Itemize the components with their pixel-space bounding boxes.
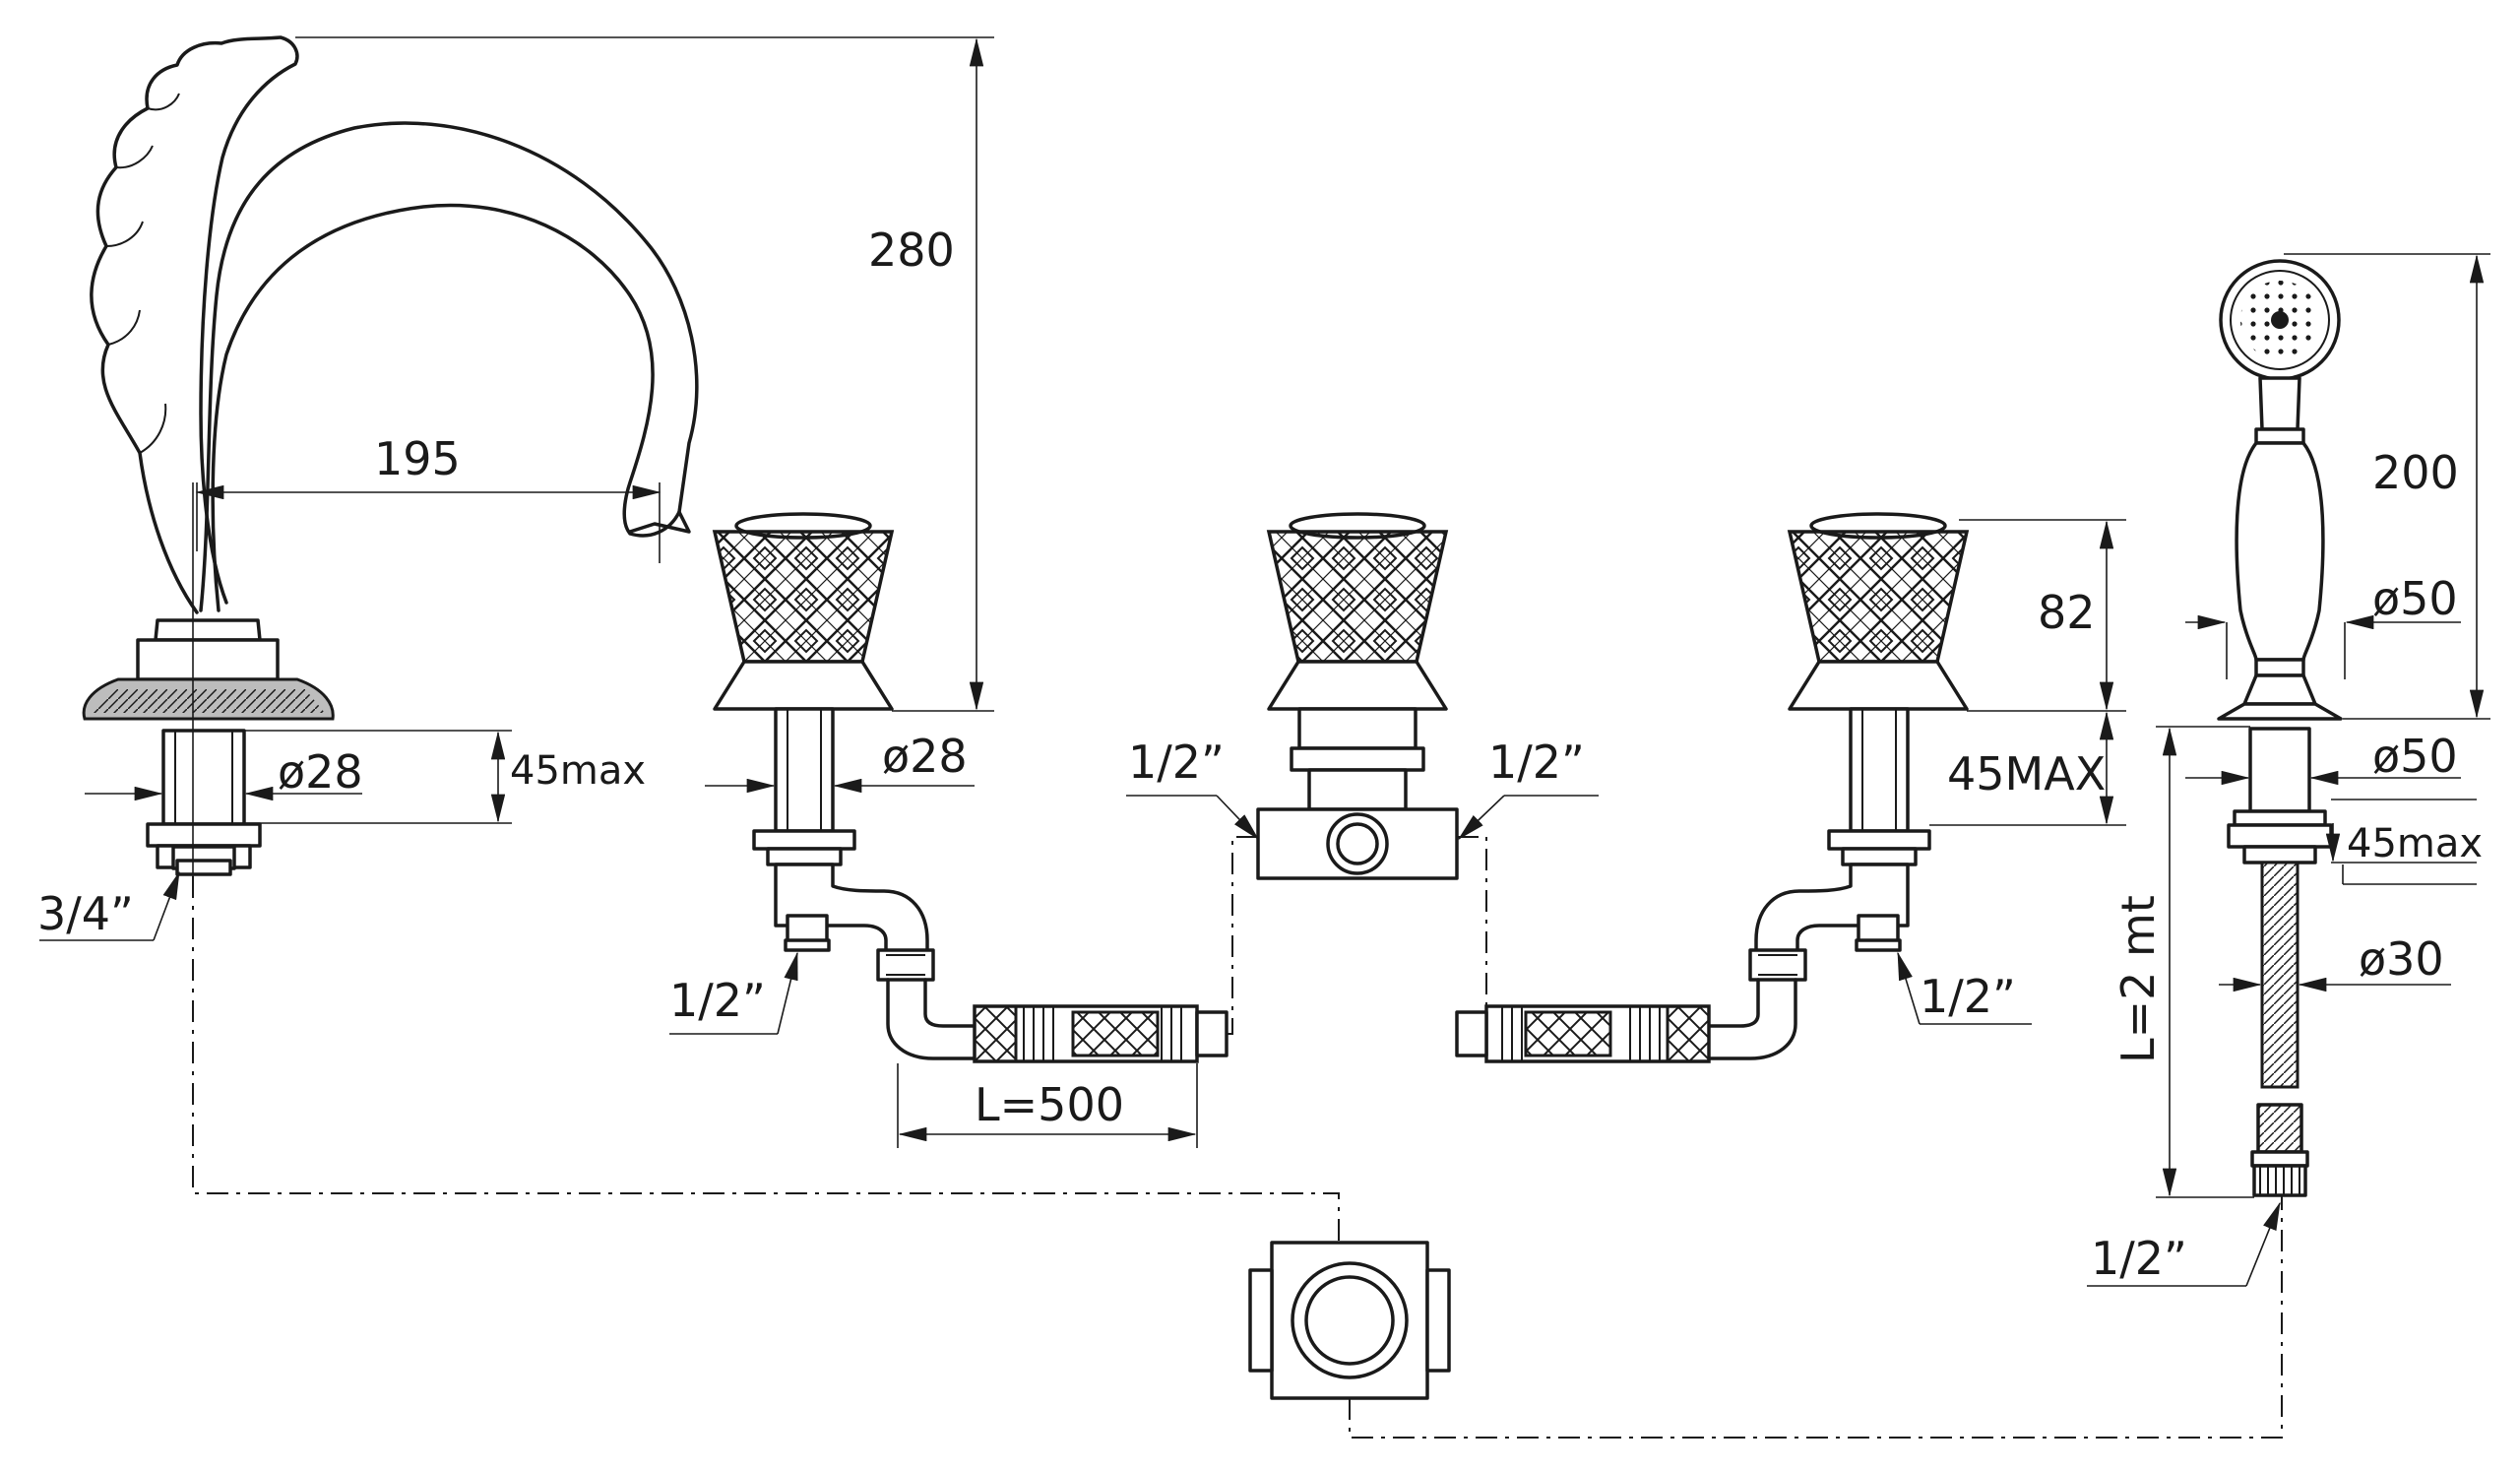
label-handle-height: 82	[2038, 586, 2096, 639]
dimension-lines	[39, 36, 2490, 1287]
left-valve-elbow	[774, 863, 929, 959]
swan-spout	[82, 35, 699, 876]
label-valve-inlet-right: 1/2”	[1920, 970, 2016, 1023]
label-shower-height: 200	[2372, 446, 2459, 499]
label-diverter-in-left: 1/2”	[1128, 736, 1225, 789]
label-shower-base-dia: ø50	[2372, 730, 2458, 783]
left-valve	[712, 512, 1228, 1063]
dimension-labels: 280 195 ø28 45max 3/4” ø28 1/2” 1/2” 1/2…	[37, 224, 2483, 1285]
spout-wing-feathers	[105, 93, 180, 454]
label-valve-inlet-left: 1/2”	[669, 974, 766, 1027]
spout-shank	[161, 729, 246, 826]
right-valve-elbow	[1754, 863, 1910, 959]
label-valve-dia: ø28	[882, 730, 968, 783]
label-spout-reach: 195	[374, 432, 461, 485]
label-hose-length: L=500	[975, 1078, 1124, 1131]
diverter-handle	[1266, 530, 1449, 664]
right-valve-handle	[1787, 530, 1970, 664]
spout-collar	[154, 618, 262, 642]
hand-shower	[2217, 259, 2343, 1197]
spout-neck	[199, 121, 699, 612]
label-valve-max-depth: 45MAX	[1947, 747, 2106, 800]
connection-lines	[192, 482, 2283, 1439]
spout-outlet	[628, 510, 691, 534]
left-valve-handle	[712, 530, 895, 664]
label-diverter-in-right: 1/2”	[1488, 736, 1585, 789]
label-spout-max-depth: 45max	[510, 748, 646, 794]
label-shower-hose-length: L=2 mt	[2111, 895, 2165, 1063]
spout-ring	[136, 638, 280, 681]
label-shower-handle-dia: ø50	[2372, 572, 2458, 625]
supply-junction	[1248, 1241, 1451, 1400]
spout-nut	[146, 822, 262, 848]
right-valve	[1455, 512, 1970, 1063]
label-shower-hose-dia: ø30	[2359, 932, 2444, 986]
shower-handle	[2235, 441, 2325, 662]
label-spout-base-dia: ø28	[278, 745, 363, 799]
label-spout-height: 280	[868, 224, 955, 277]
label-shower-max-depth: 45max	[2347, 821, 2483, 866]
center-diverter	[1256, 512, 1459, 880]
label-shower-hose-thread: 1/2”	[2091, 1232, 2187, 1285]
spout-wing	[90, 35, 299, 614]
label-spout-thread: 3/4”	[37, 887, 134, 940]
